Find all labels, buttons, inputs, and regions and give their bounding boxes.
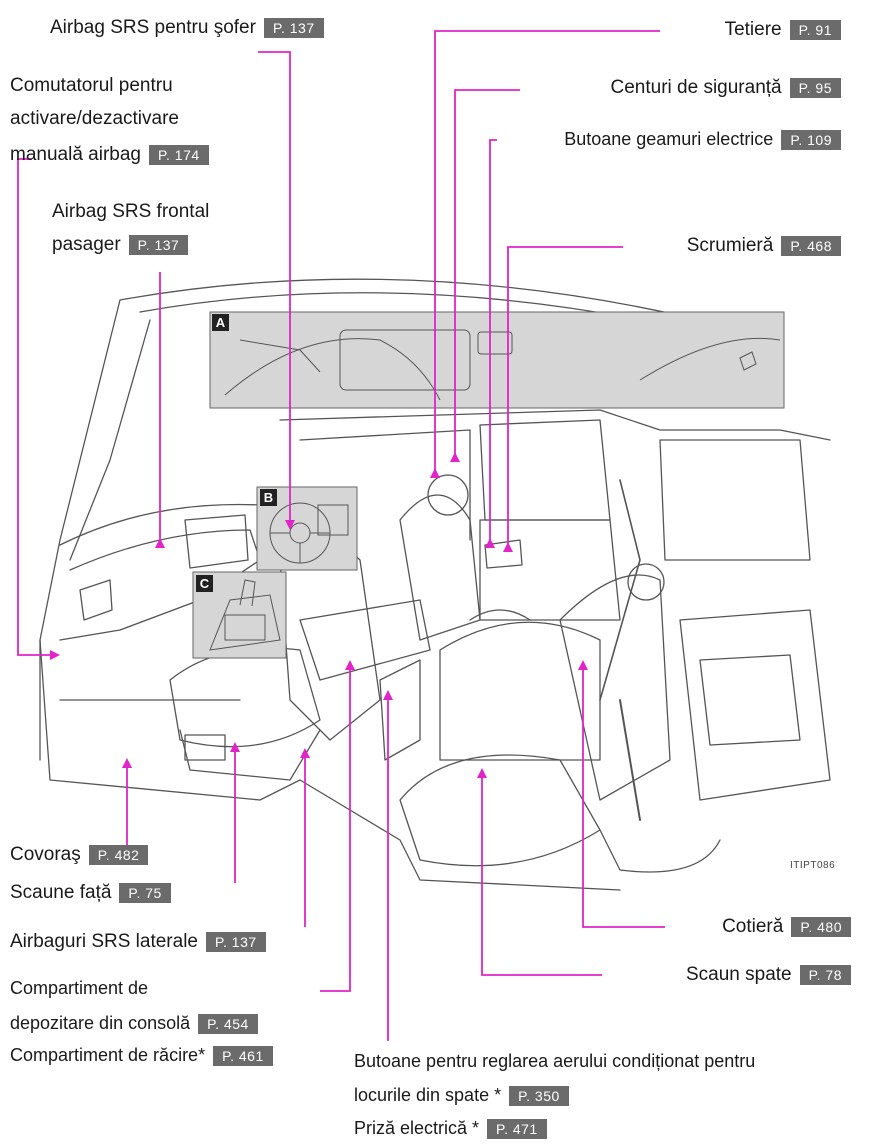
label-power-outlet: Priză electrică *P. 471	[354, 1116, 547, 1140]
label-airbag-switch-line1: Comutatorul pentru	[10, 74, 173, 98]
label-passenger-airbag-line1: Airbag SRS frontal	[52, 200, 209, 224]
label-rear-ac-line1: Butoane pentru reglarea aerului condițio…	[354, 1049, 755, 1073]
rear-door-window	[480, 420, 610, 520]
page-ref-badge: P. 137	[206, 932, 266, 952]
page-ref-badge: P. 109	[781, 130, 841, 150]
seat-controls	[185, 735, 225, 760]
driver-seat-cushion	[170, 648, 320, 747]
rear-seat-back-right	[560, 575, 670, 800]
leader-airbag-switch	[18, 159, 50, 655]
page-ref-badge: P. 91	[790, 20, 841, 40]
inset-marker-c: C	[196, 575, 213, 592]
figure-code: ITIPT086	[790, 860, 835, 871]
leader-console-box	[320, 670, 350, 991]
page-ref-badge: P. 482	[89, 845, 149, 865]
inset-marker-a: A	[212, 314, 229, 331]
page-ref-badge: P. 454	[198, 1014, 258, 1034]
label-airbag-switch-line2: activare/dezactivare	[10, 107, 179, 131]
page-ref-badge: P. 174	[149, 145, 209, 165]
third-row-seat	[680, 610, 830, 800]
quarter-window	[660, 440, 810, 560]
rear-armrest	[620, 700, 640, 820]
page-ref-badge: P. 95	[790, 78, 841, 98]
page-ref-badge: P. 471	[487, 1119, 547, 1139]
front-floor	[40, 640, 300, 800]
center-console	[300, 600, 430, 680]
rear-door-panel	[480, 520, 620, 620]
label-console-box-line1: Compartiment de	[10, 976, 148, 1000]
label-cool-box: Compartiment de răcire*P. 461	[10, 1043, 273, 1067]
passenger-seat-back	[400, 495, 480, 640]
window-line	[280, 410, 830, 440]
center-display	[185, 515, 248, 568]
page-ref-badge: P. 350	[509, 1086, 569, 1106]
page-ref-badge: P. 480	[791, 917, 851, 937]
rear-seat-cushion	[400, 755, 600, 866]
leader-rear-seat	[482, 778, 602, 975]
inset-marker-b: B	[260, 489, 277, 506]
label-rear-ac-line2: locurile din spate *P. 350	[354, 1083, 569, 1107]
page-ref-badge: P. 75	[119, 883, 170, 903]
inset-a-overhead	[210, 312, 784, 408]
page-ref-badge: P. 461	[213, 1046, 273, 1066]
page-ref-badge: P. 137	[129, 235, 189, 255]
leader-driver-airbag	[258, 52, 290, 520]
a-pillar	[40, 300, 120, 760]
page-ref-badge: P. 78	[800, 965, 851, 985]
dash-vent	[80, 580, 112, 620]
page-ref-badge: P. 468	[781, 236, 841, 256]
page-ref-badge: P. 137	[264, 18, 324, 38]
